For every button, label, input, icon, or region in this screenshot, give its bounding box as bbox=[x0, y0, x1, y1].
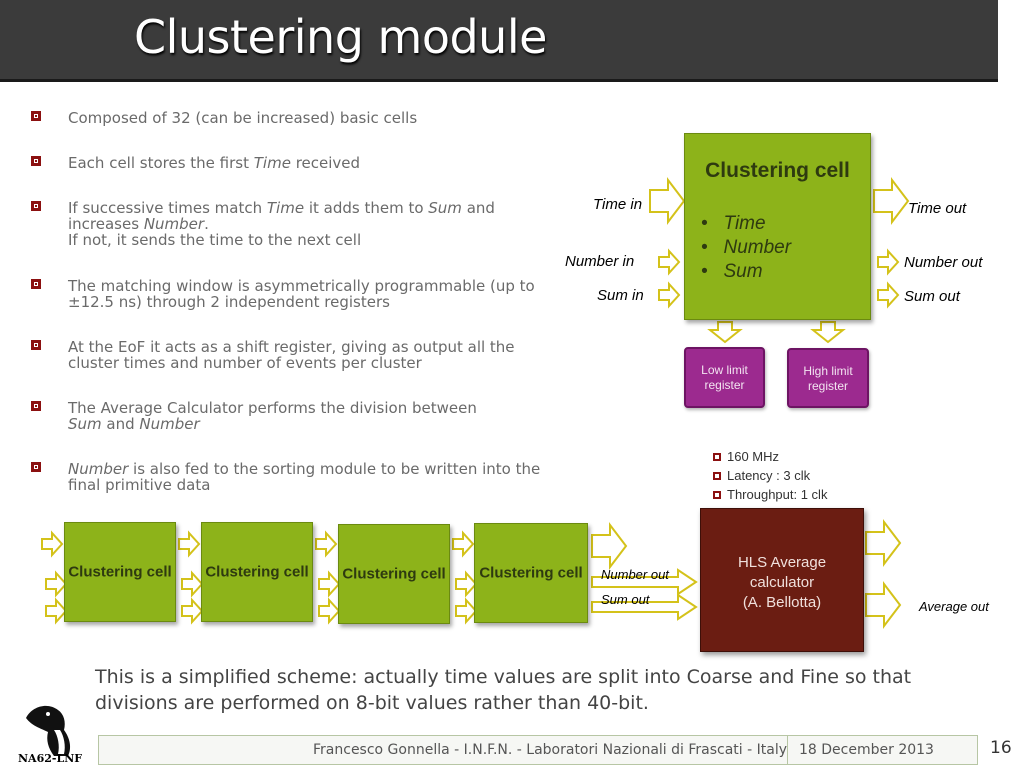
cell-field-list: • Time • Number • Sum bbox=[701, 212, 791, 284]
bullet-5: At the EoF it acts as a shift register, … bbox=[31, 339, 551, 371]
spec-marker-icon bbox=[713, 491, 721, 499]
number-in-arrow-icon bbox=[658, 250, 680, 274]
spec-frequency: 160 MHz bbox=[713, 449, 779, 464]
spec-marker-icon bbox=[713, 453, 721, 461]
bullet-text: Number is also fed to the sorting module… bbox=[68, 460, 541, 494]
pipe-number-arrow-icon bbox=[318, 572, 340, 596]
pipe-sum-arrow-icon bbox=[455, 599, 477, 623]
clustering-cell-title: Clustering cell bbox=[705, 159, 850, 182]
bullet-text: At the EoF it acts as a shift register, … bbox=[68, 338, 515, 372]
na62-penguin-logo-icon bbox=[26, 705, 71, 756]
footer-author: Francesco Gonnella - I.N.F.N. - Laborato… bbox=[313, 742, 787, 758]
pipe-time-arrow-icon bbox=[41, 532, 63, 556]
last-time-out-arrow-icon bbox=[591, 524, 627, 568]
time-in-label: Time in bbox=[593, 196, 643, 213]
slide-title: Clustering module bbox=[134, 10, 547, 64]
pipe-number-arrow-icon bbox=[181, 572, 203, 596]
bullet-2: Each cell stores the first Time received bbox=[31, 155, 551, 171]
pipeline-cell-3: Clustering cell bbox=[338, 524, 450, 624]
note-text: This is a simplified scheme: actually ti… bbox=[95, 666, 912, 714]
pipeline-cell-label: Clustering cell bbox=[205, 563, 309, 581]
bullet-marker-icon bbox=[31, 156, 41, 166]
sum-out-arrow-icon bbox=[877, 283, 899, 307]
bullet-7: Number is also fed to the sorting module… bbox=[31, 461, 551, 493]
average-out-label: Average out bbox=[919, 599, 989, 614]
pipe-time-arrow-icon bbox=[452, 532, 474, 556]
pipe-number-arrow-icon bbox=[45, 572, 67, 596]
bullet-marker-icon bbox=[31, 279, 41, 289]
bullet-6: The Average Calculator performs the divi… bbox=[31, 400, 551, 432]
number-out-label: Number out bbox=[904, 254, 983, 271]
pipe-time-arrow-icon bbox=[178, 532, 200, 556]
title-bar bbox=[0, 0, 998, 82]
time-out-label: Time out bbox=[908, 200, 967, 217]
pipe-sum-arrow-icon bbox=[318, 599, 340, 623]
low-limit-register: Low limit register bbox=[684, 347, 765, 408]
pipeline-number-out-label: Number out bbox=[601, 567, 669, 582]
bullet-text: Composed of 32 (can be increased) basic … bbox=[68, 109, 418, 127]
bullet-1: Composed of 32 (can be increased) basic … bbox=[31, 110, 551, 126]
pipe-time-arrow-icon bbox=[315, 532, 337, 556]
pipe-sum-arrow-icon bbox=[181, 599, 203, 623]
time-in-arrow-icon bbox=[649, 179, 685, 223]
number-out-arrow-icon bbox=[877, 250, 899, 274]
bullet-text: If successive times match Time it adds t… bbox=[68, 199, 495, 249]
high-limit-register: High limit register bbox=[787, 348, 869, 408]
bullet-marker-icon bbox=[31, 340, 41, 350]
bullet-marker-icon bbox=[31, 111, 41, 121]
bullet-marker-icon bbox=[31, 462, 41, 472]
bullet-text: The matching window is asymmetrically pr… bbox=[68, 277, 535, 311]
low-register-arrow-icon bbox=[709, 321, 741, 343]
hls-label: HLS Average calculator (A. Bellotta) bbox=[737, 554, 827, 611]
footer: Francesco Gonnella - I.N.F.N. - Laborato… bbox=[98, 735, 978, 765]
footer-date: 18 December 2013 bbox=[799, 742, 934, 758]
average-out-arrow-icon bbox=[865, 583, 901, 627]
page-number: 16 bbox=[990, 738, 1012, 758]
cell-field-item: • Time bbox=[701, 213, 766, 234]
pipeline-cell-label: Clustering cell bbox=[342, 565, 446, 583]
sum-out-label: Sum out bbox=[904, 288, 960, 305]
bullet-text: Each cell stores the first Time received bbox=[68, 154, 361, 172]
hls-time-arrow-icon bbox=[865, 521, 901, 565]
footer-divider bbox=[787, 736, 788, 764]
sum-in-label: Sum in bbox=[597, 287, 644, 304]
pipeline-cell-2: Clustering cell bbox=[201, 522, 313, 622]
pipeline-sum-out-label: Sum out bbox=[601, 592, 650, 607]
number-in-label: Number in bbox=[565, 253, 635, 270]
pipeline-cell-label: Clustering cell bbox=[479, 564, 583, 582]
spec-marker-icon bbox=[713, 472, 721, 480]
pipeline-cell-label: Clustering cell bbox=[68, 563, 172, 581]
pipe-number-arrow-icon bbox=[455, 572, 477, 596]
cell-field-item: • Sum bbox=[701, 261, 763, 282]
time-out-arrow-icon bbox=[873, 179, 909, 223]
pipeline-cell-1: Clustering cell bbox=[64, 522, 176, 622]
spec-latency: Latency : 3 clk bbox=[713, 468, 810, 483]
cell-field-item: • Number bbox=[701, 237, 792, 258]
bullet-text: The Average Calculator performs the divi… bbox=[68, 399, 477, 433]
bullet-3: If successive times match Time it adds t… bbox=[31, 200, 551, 248]
spec-throughput: Throughput: 1 clk bbox=[713, 487, 827, 502]
high-register-arrow-icon bbox=[812, 321, 844, 343]
bullet-marker-icon bbox=[31, 401, 41, 411]
pipe-sum-arrow-icon bbox=[45, 599, 67, 623]
logo-text: NA62-LNF bbox=[18, 752, 83, 765]
clustering-cell-box: Clustering cell • Time • Number • Sum bbox=[684, 133, 871, 320]
bullet-4: The matching window is asymmetrically pr… bbox=[31, 278, 551, 310]
hls-average-calculator: HLS Average calculator (A. Bellotta) bbox=[700, 508, 864, 652]
bullet-marker-icon bbox=[31, 201, 41, 211]
sum-in-arrow-icon bbox=[658, 283, 680, 307]
pipeline-cell-4: Clustering cell bbox=[474, 523, 588, 623]
